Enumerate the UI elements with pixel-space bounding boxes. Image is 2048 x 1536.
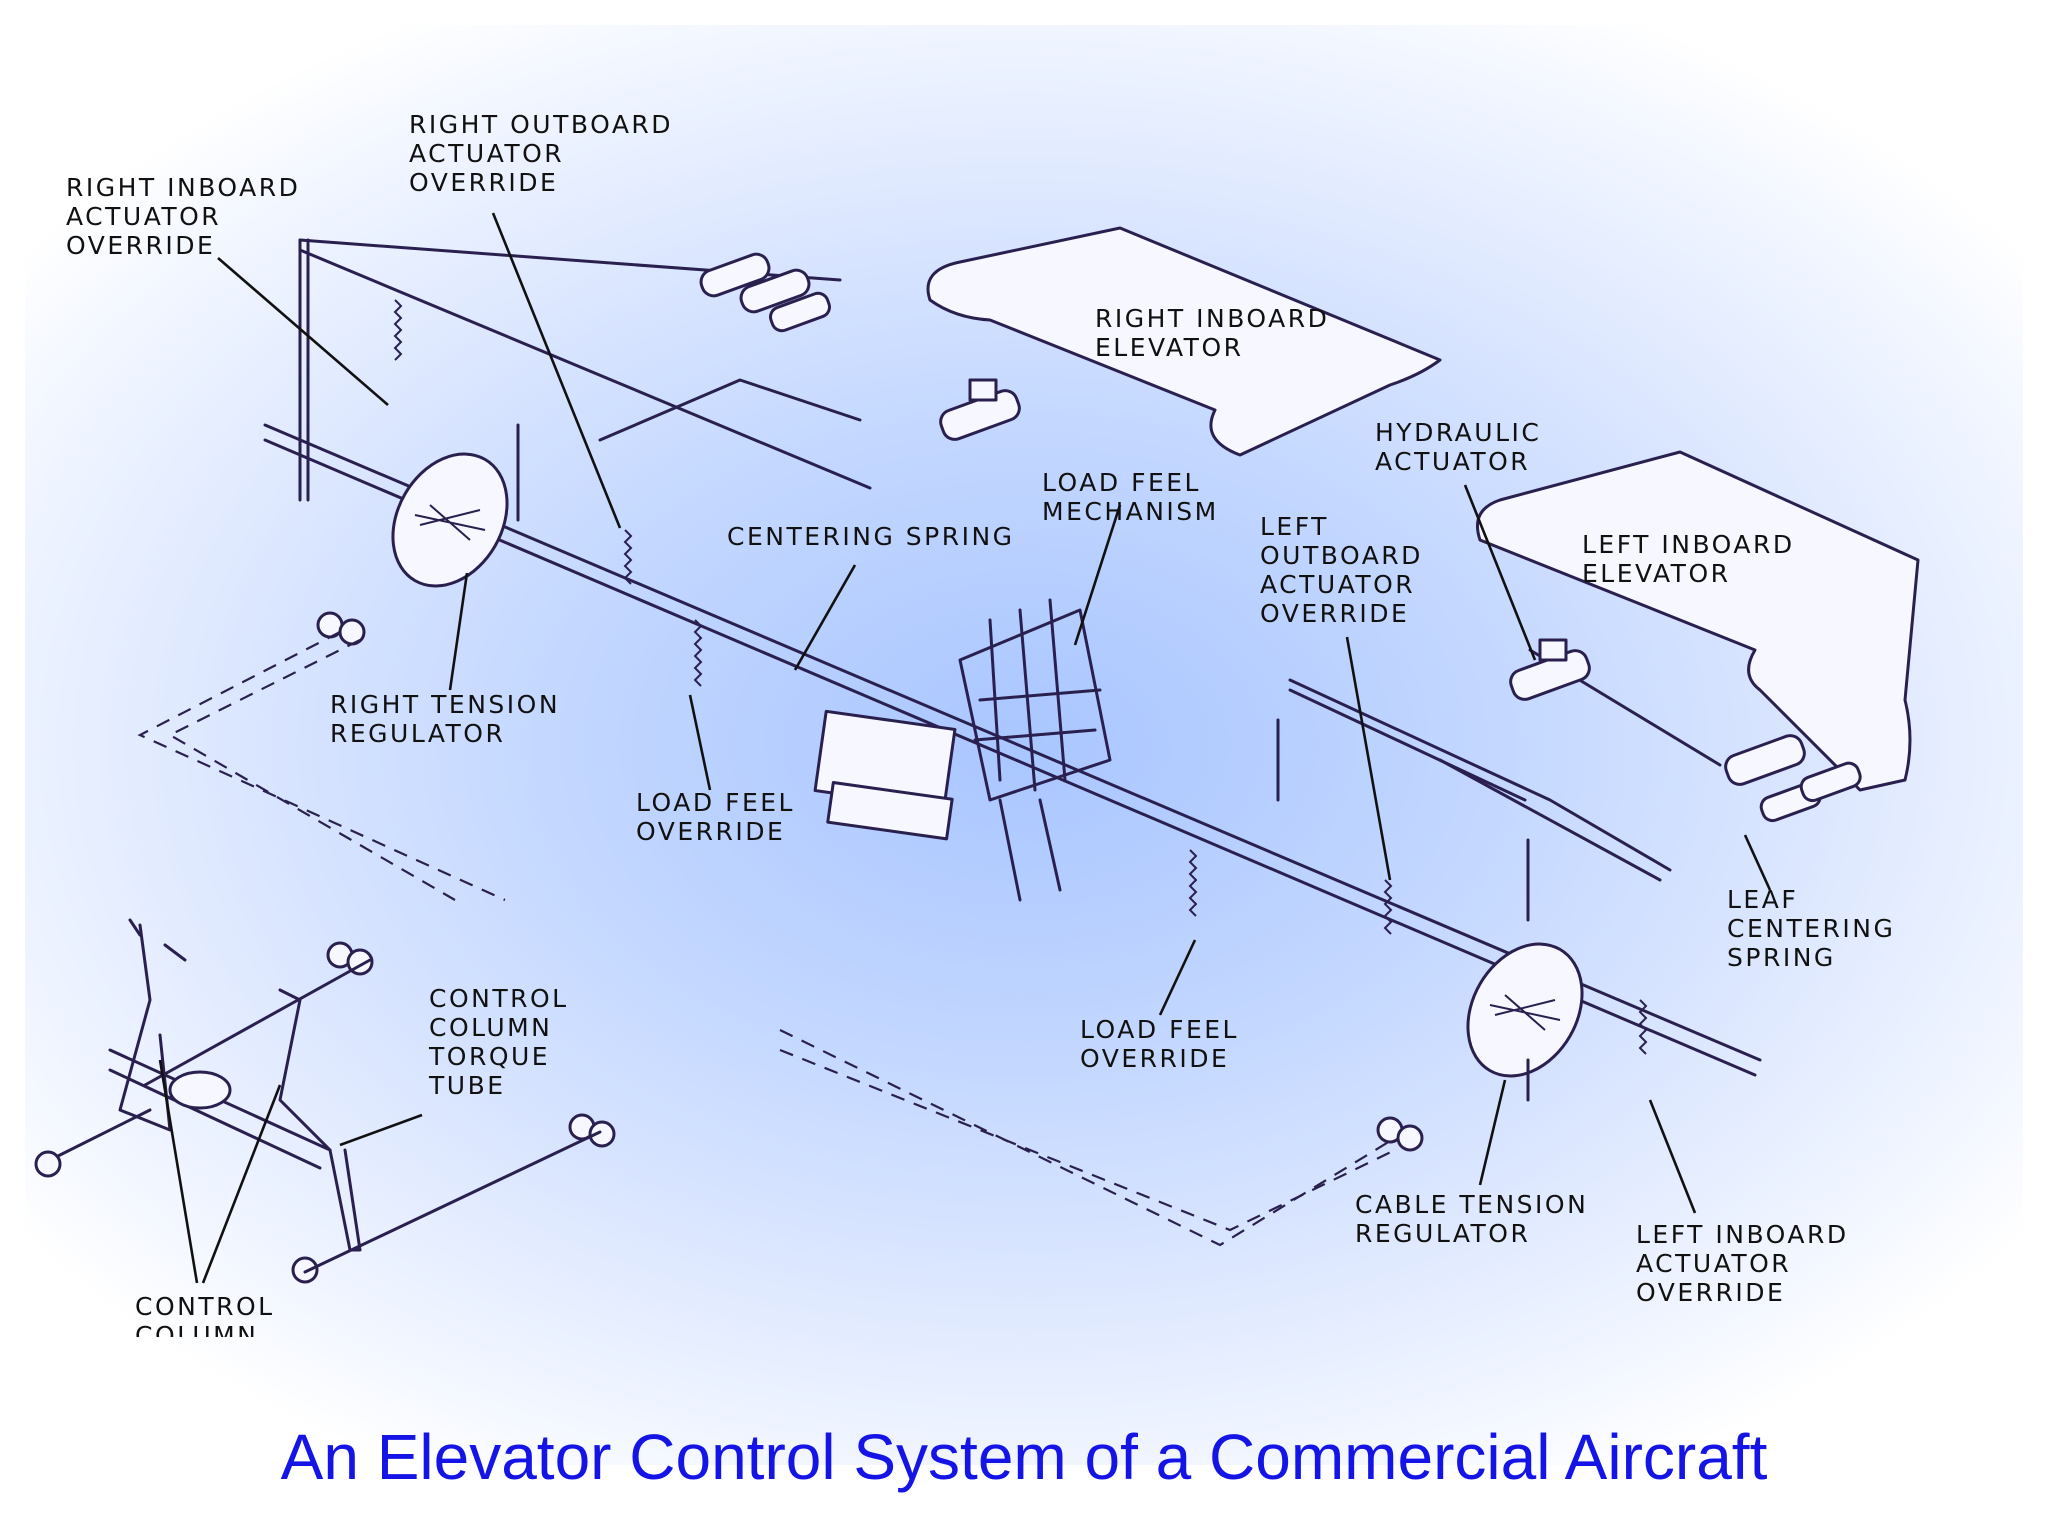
right-actuator-canisters: [699, 252, 1021, 441]
control-cable-left: [779, 1029, 1396, 1247]
page-title: An Elevator Control System of a Commerci…: [280, 1421, 1768, 1493]
control-cable-left-inner: [779, 1048, 1396, 1232]
pulleys: [291, 611, 1424, 1284]
load-feel-mechanism: [813, 598, 1112, 902]
label-left-inboard-elevator: LEFT INBOARD ELEVATOR: [1582, 530, 1795, 588]
label-left-outboard-actuator-override: LEFT OUTBOARD ACTUATOR OVERRIDE: [1260, 512, 1423, 628]
right-tension-regulator-wheel: [391, 452, 509, 588]
control-cable-right-inner: [167, 639, 456, 901]
left-actuator-canisters: [1509, 638, 1862, 823]
label-load-feel-mechanism: LOAD FEEL MECHANISM: [1042, 468, 1219, 526]
label-control-column-torque-tube: CONTROL COLUMN TORQUE TUBE: [429, 984, 569, 1100]
label-load-feel-override-left: LOAD FEEL OVERRIDE: [1080, 1015, 1239, 1073]
label-cable-tension-regulator: CABLE TENSION REGULATOR: [1355, 1190, 1589, 1248]
label-right-inboard-actuator-override: RIGHT INBOARD ACTUATOR OVERRIDE: [66, 173, 301, 260]
label-right-inboard-elevator: RIGHT INBOARD ELEVATOR: [1095, 304, 1330, 362]
label-load-feel-override-right: LOAD FEEL OVERRIDE: [636, 788, 795, 846]
label-control-column: CONTROL COLUMN: [135, 1292, 275, 1337]
left-inboard-elevator-surface: [1476, 450, 1920, 792]
label-hydraulic-actuator: HYDRAULIC ACTUATOR: [1375, 418, 1542, 476]
control-column-assembly: [34, 918, 362, 1252]
control-cable-right: [137, 631, 506, 902]
right-inboard-elevator-surface: [926, 226, 1442, 457]
left-linkage-rod: [1288, 678, 1672, 872]
cable-tension-regulator-wheel: [1466, 942, 1584, 1078]
label-left-inboard-actuator-override: LEFT INBOARD ACTUATOR OVERRIDE: [1636, 1220, 1849, 1307]
springs: [393, 299, 1648, 1055]
label-leaf-centering-spring: LEAF CENTERING SPRING: [1727, 885, 1896, 972]
label-right-tension-regulator: RIGHT TENSION REGULATOR: [330, 690, 561, 748]
label-centering-spring: CENTERING SPRING: [727, 522, 1015, 551]
leader-lines: [158, 212, 1772, 1284]
label-right-outboard-actuator-override: RIGHT OUTBOARD ACTUATOR OVERRIDE: [409, 110, 674, 197]
